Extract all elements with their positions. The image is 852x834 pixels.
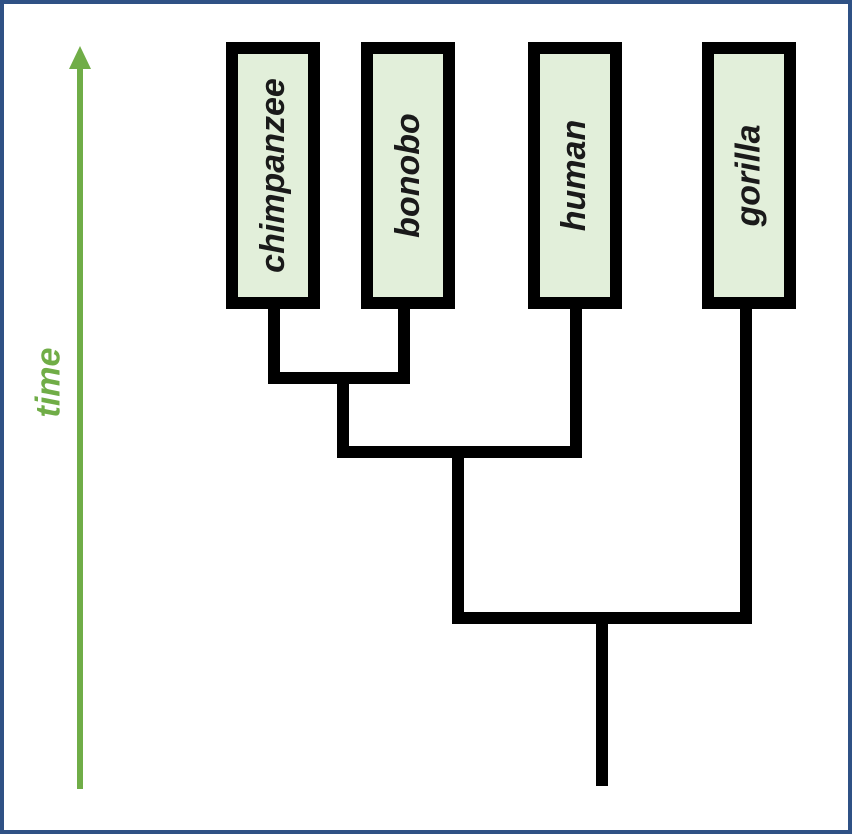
- branch-apes-gorilla-clade: [452, 303, 752, 624]
- branch-chimp-bonobo-clade: [268, 303, 410, 384]
- tree-and-arrow-graphics: [69, 46, 752, 789]
- taxon-label-human: human: [555, 119, 594, 232]
- taxon-box-chimpanzee: chimpanzee: [226, 42, 320, 309]
- taxon-box-bonobo: bonobo: [361, 42, 455, 309]
- time-arrow: [69, 46, 91, 789]
- time-axis-label: time: [29, 347, 68, 417]
- taxon-label-gorilla: gorilla: [729, 124, 768, 227]
- time-axis-label-wrap: time: [12, 346, 86, 418]
- taxon-label-bonobo: bonobo: [388, 113, 427, 238]
- taxon-box-human: human: [528, 42, 622, 309]
- taxon-box-gorilla: gorilla: [702, 42, 796, 309]
- tree-branches: [268, 303, 752, 786]
- time-arrowhead-icon: [69, 46, 91, 69]
- taxon-label-chimpanzee: chimpanzee: [253, 78, 292, 273]
